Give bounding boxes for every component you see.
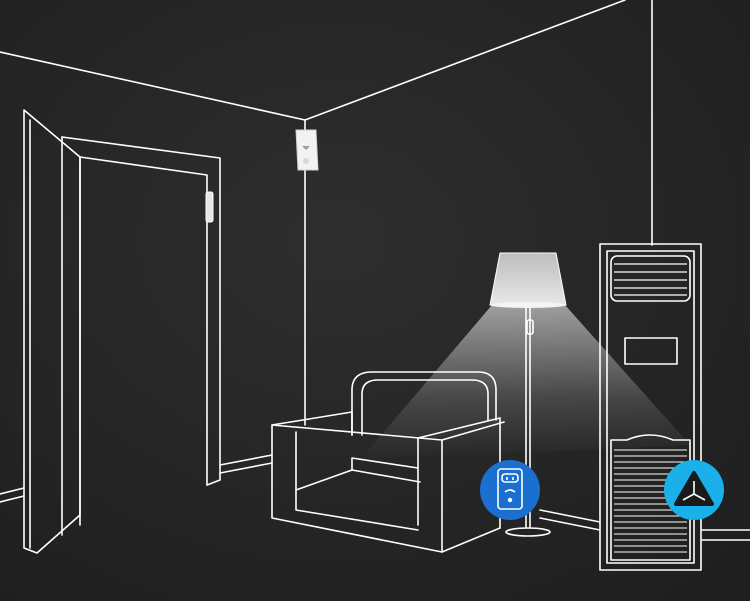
ceiling-edge-left [0, 51, 306, 121]
ac-bottom-grille [614, 449, 687, 553]
baseboard-left [0, 454, 273, 503]
lamp-shade [489, 252, 567, 306]
hub-badge[interactable] [664, 460, 724, 520]
door-contact-sensor [205, 191, 214, 223]
motion-sensor [295, 129, 319, 171]
air-conditioner [599, 243, 702, 571]
ceiling-edge-right [304, 0, 626, 121]
hub-triangle-icon [674, 471, 714, 506]
smart-plug-badge[interactable] [480, 460, 540, 520]
baseboard-right [539, 509, 750, 541]
smart-plug-icon [497, 468, 523, 510]
ac-top-vents [614, 263, 687, 296]
door-slab [23, 109, 81, 554]
